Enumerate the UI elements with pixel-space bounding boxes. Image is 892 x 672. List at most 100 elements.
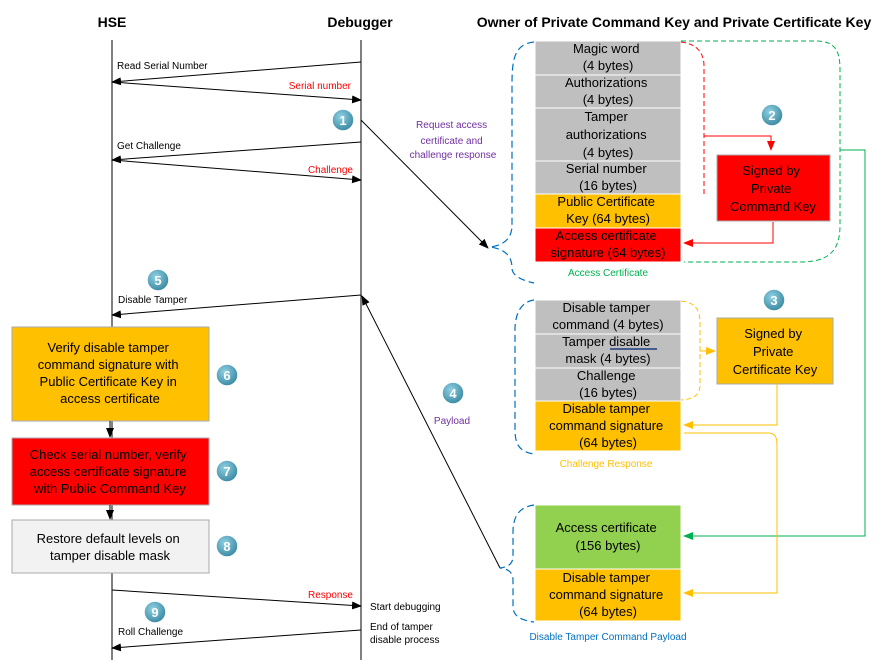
read-serial-label: Read Serial Number	[117, 61, 208, 72]
step-2-number: 2	[768, 108, 775, 123]
check-serial-box: Check serial number, verify access certi…	[11, 437, 210, 506]
cert-authorizations-line-2: (4 bytes)	[583, 92, 634, 107]
payload-box: Access certificate (156 bytes) Disable t…	[534, 504, 682, 622]
svg-text:Serial number (16 bytes): Serial number (16 bytes)	[566, 161, 651, 193]
restore-default-line-2: tamper disable mask	[50, 548, 170, 563]
payload-cert-line-2: (156 bytes)	[575, 538, 640, 553]
resp-challenge-line-1: Challenge	[577, 368, 636, 383]
request-access-label: Request access certificate and challenge…	[410, 120, 497, 161]
resp-command-line-2: command (4 bytes)	[552, 317, 663, 332]
resp-challenge-line-2: (16 bytes)	[579, 385, 637, 400]
payload-field-certificate	[534, 504, 682, 570]
svg-text:Verify disable tamper co: Verify disable tamper command signature …	[38, 340, 183, 406]
payload-brace	[499, 504, 535, 623]
svg-text:Authorizations (4 bytes): Authorizations (4 bytes)	[565, 75, 651, 107]
cert-field-public-certificate-key	[534, 193, 682, 229]
svg-text:Challenge (16 bytes): Challenge (16 bytes)	[577, 368, 639, 400]
signed-cert-to-signature-arrow	[683, 384, 778, 429]
read-serial-arrow	[111, 61, 362, 86]
step-9-circle: 9	[143, 600, 167, 624]
restore-default-line-1: Restore default levels on	[37, 531, 180, 546]
cert-signature-line-1: Access certificate	[556, 228, 657, 243]
green-solid-line	[683, 149, 866, 540]
svg-text:Tamper disable mask (4 b: Tamper disable mask (4 bytes)	[562, 334, 654, 366]
request-access-line-1: Request access	[416, 120, 487, 131]
challenge-response-label: Challenge Response	[560, 459, 653, 470]
step-7-number: 7	[223, 464, 230, 479]
get-challenge-arrow	[111, 141, 362, 164]
resp-mask-line-2: mask (4 bytes)	[565, 351, 650, 366]
signed-command-line-2: Private	[751, 181, 791, 196]
step-1-circle: 1	[331, 108, 355, 132]
cert-magic-word-line-1: Magic word	[573, 41, 639, 56]
challenge-response-brace	[514, 299, 535, 455]
step-7-circle: 7	[215, 459, 239, 483]
signed-certificate-key-box: Signed by Private Certificate Key	[716, 317, 834, 385]
step-1-number: 1	[339, 113, 346, 128]
green-dashed-loop	[681, 40, 841, 263]
signed-command-line-3: Command Key	[730, 199, 816, 214]
challenge-response: Disable tamper command (4 bytes) Tamper …	[534, 299, 682, 452]
signed-cert-line-3: Certificate Key	[733, 362, 818, 377]
request-access-arrow	[360, 119, 489, 249]
svg-text:Public Certificate Key (: Public Certificate Key (64 bytes)	[557, 194, 658, 226]
resp-signature-line-3: (64 bytes)	[579, 435, 637, 450]
verify-disable-box: Verify disable tamper command signature …	[11, 326, 210, 422]
payload-box-label: Disable Tamper Command Payload	[529, 632, 686, 643]
disable-tamper-label: Disable Tamper	[118, 295, 188, 306]
signature-to-payload-arrow	[683, 432, 778, 597]
svg-text:Disable tamper command s: Disable tamper command signature (64 byt…	[549, 570, 667, 619]
signed-command-key-box: Signed by Private Command Key	[716, 154, 831, 222]
request-access-line-3: challenge response	[410, 150, 497, 161]
roll-challenge-label: Roll Challenge	[118, 627, 183, 638]
cert-field-signature	[534, 227, 682, 263]
disable-tamper-arrow	[111, 294, 362, 319]
cert-public-key-line-2: Key (64 bytes)	[566, 211, 650, 226]
cert-authorizations-line-1: Authorizations	[565, 75, 648, 90]
serial-number-arrow	[111, 81, 362, 104]
resp-mask-line-1: Tamper disable	[562, 334, 650, 349]
svg-text:Restore default levels on: Restore default levels on tamper disable…	[37, 531, 184, 563]
verify-disable-line-4: access certificate	[60, 391, 160, 406]
step-5-number: 5	[154, 273, 161, 288]
payload-arrow	[361, 295, 501, 569]
check-serial-line-3: with Public Command Key	[33, 481, 186, 496]
step-3-number: 3	[770, 293, 777, 308]
challenge-arrow	[111, 159, 362, 184]
access-certificate-label: Access Certificate	[568, 268, 648, 279]
resp-field-disable-command	[534, 299, 682, 335]
step-8-circle: 8	[215, 534, 239, 558]
access-certificate: Magic word (4 bytes) Authorizations (4 b…	[534, 40, 682, 263]
svg-text:Tamper authorizations: Tamper authorizations (4 bytes)	[566, 109, 651, 160]
cert-field-authorizations	[534, 74, 682, 109]
end-tamper-label: End of tamper disable process	[370, 622, 439, 646]
payload-sig-line-2: command signature	[549, 587, 663, 602]
end-tamper-line-2: disable process	[370, 635, 439, 646]
cert-field-magic-word	[534, 40, 682, 76]
step-8-number: 8	[223, 539, 230, 554]
red-solid-to-signed	[704, 135, 775, 151]
signed-cert-line-1: Signed by	[744, 326, 802, 341]
restore-default-box: Restore default levels on tamper disable…	[11, 519, 210, 574]
step-4-number: 4	[449, 386, 457, 401]
red-dashed-loop	[680, 41, 705, 195]
verify-disable-line-2: command signature with	[38, 357, 179, 372]
svg-text:Signed by Private: Signed by Private Certificate Key	[733, 326, 818, 377]
svg-text:Check serial number, verify: Check serial number, verify access certi…	[30, 447, 190, 496]
payload-cert-line-1: Access certificate	[556, 520, 657, 535]
step-5-circle: 5	[146, 268, 170, 292]
svg-text:Disable tamper command (: Disable tamper command (4 bytes)	[552, 300, 663, 332]
cert-tamper-line-1: Tamper	[585, 109, 629, 124]
cert-serial-line-2: (16 bytes)	[579, 178, 637, 193]
hse-header: HSE	[98, 14, 127, 30]
check-serial-line-1: Check serial number, verify	[30, 447, 187, 462]
cert-signature-line-2: signature (64 bytes)	[551, 245, 666, 260]
debugger-header: Debugger	[327, 14, 393, 30]
serial-number-label: Serial number	[289, 81, 352, 92]
cert-serial-line-1: Serial number	[566, 161, 648, 176]
step-4-circle: 4	[441, 381, 465, 405]
signed-command-to-signature-arrow	[683, 222, 774, 247]
svg-text:Access certificate signa: Access certificate signature (64 bytes)	[551, 228, 666, 260]
request-access-line-2: certificate and	[420, 136, 482, 147]
step-3-circle: 3	[762, 288, 786, 312]
